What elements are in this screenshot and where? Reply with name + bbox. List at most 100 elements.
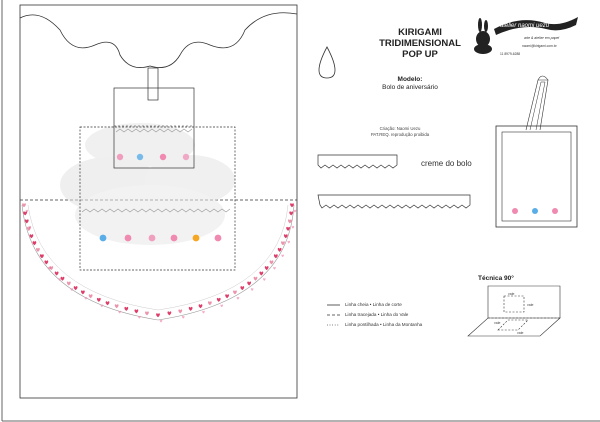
- heart-icon: [220, 304, 224, 308]
- heart-icon: [277, 247, 282, 252]
- heart-icon: [247, 281, 252, 286]
- brand-name: atelier naomi uezu: [500, 23, 550, 29]
- heart-icon: [80, 290, 85, 295]
- top-tier-dots: [116, 153, 190, 161]
- heart-icon: [287, 240, 291, 244]
- gift-tag: [495, 75, 578, 228]
- heart-icon: [273, 266, 276, 270]
- legend-dashed-text: Linha tracejada • Linha do Vale: [345, 312, 409, 317]
- legend-solid-text: Linha cheia • Linha de corte: [345, 302, 402, 307]
- heart-icon: [188, 306, 193, 311]
- heart-icon: [73, 286, 78, 291]
- model-name: Bolo de aniversário: [382, 84, 438, 91]
- heart-icon: [114, 304, 119, 309]
- heart-icon: [54, 271, 59, 276]
- brand-tagline: arte & atelier em papel: [524, 36, 559, 40]
- heart-icon: [32, 241, 37, 246]
- heart-icon: [29, 234, 34, 239]
- heart-icon: [269, 260, 274, 265]
- heart-icon: [181, 315, 185, 319]
- heart-icon: [49, 266, 54, 271]
- brand-phone: 11 8979-6288: [500, 52, 520, 56]
- heart-icon: [253, 276, 258, 281]
- heart-icon: [36, 247, 40, 252]
- heart-icon: [283, 234, 288, 239]
- heart-icon: [40, 254, 44, 259]
- heart-icon: [70, 288, 74, 291]
- heart-icon: [178, 309, 183, 314]
- heart-icon: [26, 226, 31, 231]
- heart-icon: [293, 209, 297, 213]
- plate-arc: [21, 204, 295, 321]
- heart-icon: [240, 286, 245, 291]
- legend-dotted-text: Linha pontilhada • Linha da Montanha: [345, 322, 423, 327]
- heart-icon: [291, 225, 295, 229]
- heart-icon: [138, 315, 141, 319]
- card-outline: [19, 4, 298, 399]
- cloud-scallop: [19, 12, 298, 68]
- heart-icon: [281, 254, 284, 258]
- heart-icon: [207, 301, 212, 306]
- model-label: Modelo: Bolo de aniversário: [350, 76, 470, 92]
- heart-icon: [273, 254, 278, 259]
- flame-drop-icon: [318, 46, 336, 79]
- heart-icon: [202, 310, 205, 314]
- svg-text:vale: vale: [494, 321, 500, 325]
- heart-icon: [105, 301, 110, 306]
- bottom-tier-dots: [99, 234, 222, 242]
- heart-icon: [259, 271, 264, 276]
- model-heading: Modelo:: [397, 76, 423, 83]
- heart-icon: [216, 297, 221, 302]
- technique-title: Técnica 90°: [478, 275, 514, 282]
- svg-text:vale: vale: [527, 303, 533, 307]
- cream-strip-short: [317, 154, 398, 169]
- title-line: POP UP: [402, 49, 438, 60]
- brand-email: naomi@kirigami.com.br: [522, 44, 558, 48]
- top-tier-frosting: [115, 128, 193, 133]
- cream-label: creme do bolo: [421, 159, 472, 168]
- heart-icon: [60, 276, 65, 281]
- heart-icon: [44, 260, 49, 265]
- rabbit-icon: [474, 18, 492, 54]
- heart-icon: [286, 226, 290, 231]
- heart-icon: [124, 306, 129, 311]
- heart-icon: [24, 219, 29, 224]
- svg-text:vale: vale: [508, 292, 514, 296]
- patent-notice: PAT.REQ. reprodução proibida: [370, 131, 430, 137]
- svg-text:vale: vale: [517, 331, 523, 335]
- heart-icon: [96, 297, 101, 302]
- heart-icon: [167, 311, 172, 316]
- heart-icon: [281, 241, 285, 246]
- bottom-tier-frosting: [81, 208, 231, 213]
- cake-top-tier: [113, 87, 195, 169]
- heart-icon: [236, 296, 240, 300]
- heart-icon: [233, 290, 237, 295]
- cream-strip-long: [317, 194, 471, 209]
- cake-shadow: [60, 123, 235, 245]
- heart-icon: [100, 304, 104, 308]
- candle-slot: [147, 67, 159, 101]
- brand-ribbon: [494, 17, 578, 35]
- heart-icon: [88, 294, 93, 299]
- heart-icon: [145, 311, 149, 316]
- diagram-labels: vale vale vale vale: [494, 292, 533, 335]
- heart-icon: [118, 310, 121, 314]
- heart-icon: [263, 278, 266, 281]
- heart-icon: [288, 219, 292, 224]
- heart-icon: [22, 203, 26, 208]
- credits: Criação: Naomi Uezu PAT.REQ. reprodução …: [345, 126, 455, 137]
- heart-icon: [156, 313, 160, 318]
- heart-icon: [250, 288, 254, 291]
- title-line: TRIDIMENSIONAL: [379, 38, 461, 49]
- heart-icon: [289, 211, 294, 216]
- cake-bottom-tier: [79, 126, 236, 271]
- heart-icon: [225, 294, 230, 299]
- heart-icon: [23, 211, 28, 216]
- heart-icon: [198, 304, 203, 309]
- title-line: KIRIGAMI: [398, 27, 442, 38]
- heart-icon: [134, 309, 139, 314]
- author-credit: Criação: Naomi Uezu: [379, 126, 421, 131]
- brand-logo: atelier naomi uezu arte & atelier em pap…: [474, 17, 578, 56]
- heart-border: [22, 203, 297, 323]
